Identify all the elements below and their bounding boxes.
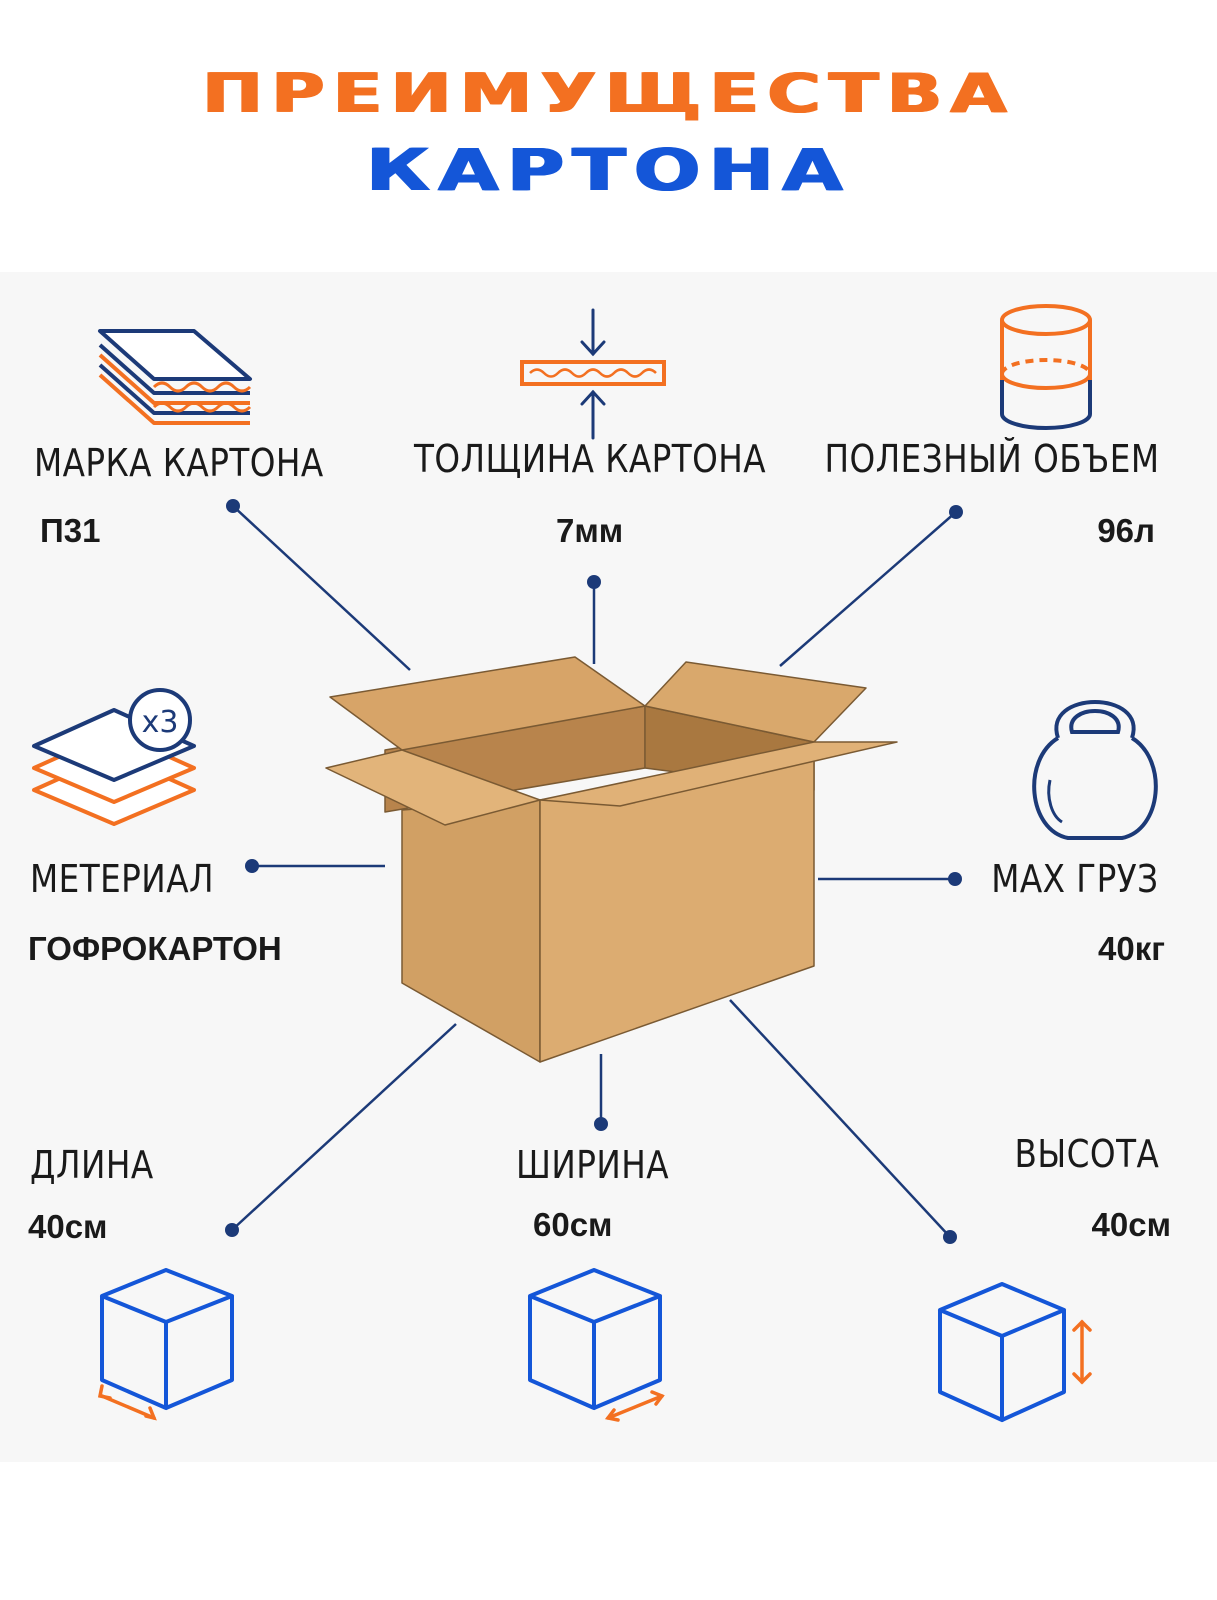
width-label: ШИРИНА — [516, 1143, 670, 1187]
volume-label: ПОЛЕЗНЫЙ ОБЪЕМ — [824, 437, 1159, 481]
connector-brand — [232, 505, 411, 671]
dot-material — [245, 859, 259, 873]
maxload-value: 40кг — [1098, 930, 1165, 967]
length-value: 40см — [28, 1208, 108, 1245]
dot-brand — [226, 499, 240, 513]
title-line-1: ПРЕИМУЩЕСТВА — [202, 62, 1015, 125]
width-value: 60см — [533, 1206, 613, 1243]
dot-length — [225, 1223, 239, 1237]
connector-length — [231, 1023, 457, 1231]
cube-height-icon — [938, 1282, 1092, 1422]
x3-badge: x3 — [142, 705, 179, 740]
length-label: ДЛИНА — [30, 1143, 154, 1187]
brand-label: МАРКА КАРТОНА — [34, 441, 324, 485]
connector-height — [729, 999, 951, 1238]
cube-width-icon — [528, 1268, 665, 1422]
thickness-icon — [520, 308, 666, 440]
connector-volume — [779, 511, 957, 667]
box-flap-back-right — [644, 661, 867, 743]
volume-value: 96л — [1097, 512, 1155, 549]
material-value: ГОФРОКАРТОН — [28, 930, 282, 967]
thickness-label: ТОЛЩИНА КАРТОНА — [414, 437, 767, 481]
dot-height — [943, 1230, 957, 1244]
three-layers-icon: x3 — [32, 688, 196, 826]
box-front-face — [401, 799, 541, 1063]
dot-width — [594, 1117, 608, 1131]
height-label: ВЫСОТА — [1014, 1132, 1159, 1176]
title-line-2: КАРТОНА — [366, 136, 851, 204]
cube-length-icon — [97, 1268, 234, 1421]
dot-thickness — [587, 575, 601, 589]
box-right-face — [539, 759, 815, 1063]
cylinder-volume-icon — [1000, 304, 1092, 430]
connector-lines — [231, 505, 957, 1238]
box-flap-front-right — [539, 741, 898, 807]
cardboard-box — [325, 656, 898, 1063]
layered-sheets-icon — [98, 329, 252, 425]
kettlebell-icon — [1032, 700, 1158, 840]
dot-maxload — [948, 872, 962, 886]
maxload-label: MAX ГРУЗ — [991, 857, 1159, 901]
material-label: МЕТЕРИАЛ — [30, 857, 214, 901]
height-value: 40см — [1091, 1206, 1171, 1243]
brand-value: П31 — [40, 512, 101, 549]
connector-dots — [225, 499, 963, 1244]
dot-volume — [949, 505, 963, 519]
thickness-value: 7мм — [556, 512, 624, 549]
